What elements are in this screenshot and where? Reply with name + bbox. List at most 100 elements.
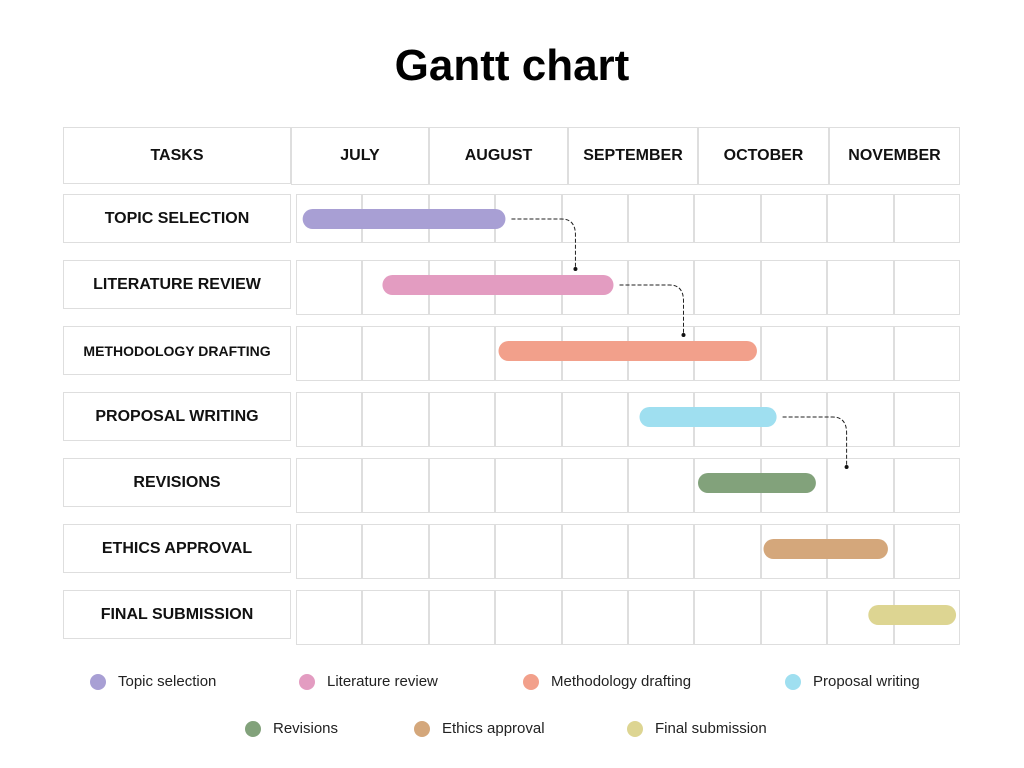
grid-cell (296, 392, 362, 447)
grid-cell (495, 260, 562, 315)
task-label-final-submission: FINAL SUBMISSION (63, 590, 291, 639)
legend-label: Revisions (273, 720, 339, 737)
grid-cell (296, 458, 362, 513)
legend-dot-icon (299, 673, 315, 690)
grid-cell (894, 194, 960, 243)
grid-cell (628, 194, 694, 243)
grid-cell (761, 260, 827, 315)
legend-dot-icon (627, 720, 643, 737)
legend-dot-icon (785, 673, 801, 690)
grid-cell (296, 260, 362, 315)
legend-item-final-submission: Final submission (627, 720, 767, 737)
grid-cell (495, 458, 562, 513)
grid-cell (562, 590, 628, 645)
legend-item-methodology-drafting: Methodology drafting (523, 673, 691, 690)
grid-cell (296, 194, 362, 243)
legend-dot-icon (523, 673, 539, 690)
grid-cell (296, 524, 362, 579)
grid-cell (894, 260, 960, 315)
grid-cell (761, 458, 827, 513)
grid-cell (694, 326, 761, 381)
grid-cell (562, 194, 628, 243)
month-header-july: JULY (291, 127, 429, 185)
grid-cell (362, 326, 429, 381)
legend-label: Final submission (655, 720, 767, 737)
grid-cell (894, 524, 960, 579)
tasks-header: TASKS (63, 127, 291, 184)
grid-cell (429, 524, 495, 579)
task-label-literature-review: LITERATURE REVIEW (63, 260, 291, 309)
grid-cell (362, 590, 429, 645)
grid-cell (761, 524, 827, 579)
legend-item-topic-selection: Topic selection (90, 673, 216, 690)
grid-cell (495, 194, 562, 243)
grid-cell (362, 524, 429, 579)
grid-cell (562, 326, 628, 381)
month-header-august: AUGUST (429, 127, 568, 185)
grid-cell (894, 326, 960, 381)
legend-dot-icon (414, 720, 430, 737)
grid-cell (694, 260, 761, 315)
task-label-proposal-writing: PROPOSAL WRITING (63, 392, 291, 441)
chart-title: Gantt chart (394, 41, 630, 90)
month-header-november: NOVEMBER (829, 127, 960, 185)
grid-cell (628, 458, 694, 513)
task-label-ethics-approval: ETHICS APPROVAL (63, 524, 291, 573)
month-header-september: SEPTEMBER (568, 127, 698, 185)
grid-cell (761, 194, 827, 243)
grid-cell (562, 524, 628, 579)
grid-cell (894, 590, 960, 645)
grid-cell (495, 590, 562, 645)
grid-cell (827, 458, 894, 513)
grid-cell (429, 392, 495, 447)
grid-cell (562, 260, 628, 315)
legend-item-proposal-writing: Proposal writing (785, 673, 920, 690)
month-header-october: OCTOBER (698, 127, 829, 185)
grid-cell (362, 194, 429, 243)
legend-label: Literature review (327, 673, 438, 690)
grid-cell (628, 590, 694, 645)
grid-cell (827, 194, 894, 243)
grid-cell (628, 392, 694, 447)
grid-cell (628, 524, 694, 579)
grid-cell (761, 590, 827, 645)
grid-cell (761, 326, 827, 381)
grid-cell (761, 392, 827, 447)
legend-item-ethics-approval: Ethics approval (414, 720, 545, 737)
grid-cell (827, 524, 894, 579)
grid-cell (362, 458, 429, 513)
grid-cell (495, 524, 562, 579)
grid-cell (495, 392, 562, 447)
grid-cell (827, 590, 894, 645)
grid-cell (827, 392, 894, 447)
grid-cell (628, 260, 694, 315)
grid-cell (296, 326, 362, 381)
grid-cell (694, 590, 761, 645)
legend-dot-icon (245, 720, 261, 737)
task-label-revisions: REVISIONS (63, 458, 291, 507)
legend-label: Topic selection (118, 673, 217, 690)
grid-cell (694, 392, 761, 447)
legend-item-revisions: Revisions (245, 720, 338, 737)
grid-cell (495, 326, 562, 381)
legend-label: Proposal writing (813, 673, 920, 690)
grid-cell (362, 392, 429, 447)
task-label-topic-selection: TOPIC SELECTION (63, 194, 291, 243)
grid-cell (429, 590, 495, 645)
grid-cell (694, 194, 761, 243)
grid-cell (894, 392, 960, 447)
grid-cell (694, 524, 761, 579)
grid-cell (628, 326, 694, 381)
grid-cell (827, 326, 894, 381)
grid-cell (894, 458, 960, 513)
legend-item-literature-review: Literature review (299, 673, 438, 690)
legend-dot-icon (90, 673, 106, 690)
grid-cell (429, 194, 495, 243)
legend-label: Methodology drafting (551, 673, 692, 690)
grid-cell (562, 458, 628, 513)
grid-cell (694, 458, 761, 513)
task-label-methodology-drafting: METHODOLOGY DRAFTING (63, 326, 291, 375)
grid-cell (429, 458, 495, 513)
grid-cell (296, 590, 362, 645)
